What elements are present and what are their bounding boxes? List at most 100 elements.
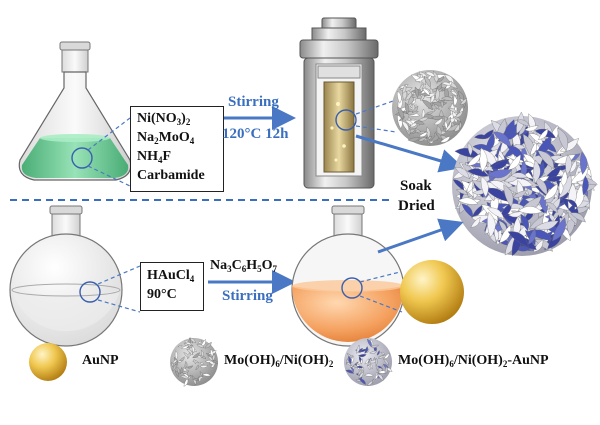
legend-composite-icon xyxy=(344,338,393,386)
reagent-box-bottom: HAuCl4 90°C xyxy=(140,262,204,311)
flake xyxy=(358,378,366,385)
flake xyxy=(460,98,467,105)
zoom-circle xyxy=(79,281,101,303)
composite-nanoflower xyxy=(452,111,598,256)
arrow-to-composite-top xyxy=(355,134,464,173)
flake xyxy=(440,136,451,143)
arrow-label-sodium-citrate: Na3C6H5O7 xyxy=(210,258,278,274)
flake xyxy=(467,153,481,166)
round-flask-orange xyxy=(291,205,405,347)
flake xyxy=(422,88,430,96)
flake xyxy=(201,373,212,377)
flake xyxy=(453,116,462,122)
flake xyxy=(171,362,174,368)
flake xyxy=(180,367,183,375)
flake xyxy=(487,211,496,238)
flake xyxy=(370,364,373,370)
flake xyxy=(493,227,500,242)
flake xyxy=(191,345,195,354)
flake xyxy=(369,350,378,354)
flake xyxy=(351,355,355,364)
flake xyxy=(199,362,205,365)
flake xyxy=(397,114,403,129)
flake xyxy=(570,212,586,223)
flake xyxy=(530,142,537,156)
legend-label-composite: Mo(OH)6/Ni(OH)2-AuNP xyxy=(398,353,549,369)
flake xyxy=(552,217,566,242)
zoom-line xyxy=(359,295,403,313)
flake xyxy=(364,358,370,365)
flake xyxy=(172,363,177,371)
flake xyxy=(508,211,525,218)
flake xyxy=(204,341,212,349)
flake xyxy=(356,344,360,354)
flake xyxy=(426,126,431,139)
flake xyxy=(538,128,549,140)
flake xyxy=(534,220,559,230)
flake xyxy=(517,206,543,214)
flake xyxy=(455,188,469,195)
flake xyxy=(441,116,451,127)
flake xyxy=(492,131,512,148)
flake xyxy=(528,228,537,245)
flake xyxy=(487,207,505,219)
zoom-line xyxy=(97,265,141,285)
flake xyxy=(435,132,442,140)
flake xyxy=(569,159,577,174)
gold-nanoparticle xyxy=(400,260,464,324)
reagent-box-top-pointer xyxy=(87,117,131,187)
flake xyxy=(183,377,189,387)
reagent-box-top: Ni(NO3)2 Na2MoO4 NH4F Carbamide xyxy=(130,106,224,192)
flake xyxy=(350,366,354,373)
flake xyxy=(175,370,179,378)
flake xyxy=(480,175,489,198)
zoom-line xyxy=(355,99,397,115)
flake xyxy=(458,121,462,130)
flake xyxy=(404,102,410,115)
flake xyxy=(418,116,429,122)
flake xyxy=(545,202,558,213)
flake xyxy=(491,159,510,170)
flake xyxy=(380,351,386,356)
flake xyxy=(401,120,409,132)
flake xyxy=(566,199,578,209)
flake xyxy=(180,375,189,380)
flake xyxy=(384,365,388,374)
flake xyxy=(424,92,436,98)
flake xyxy=(204,360,213,363)
reagent-chloroauric-acid: HAuCl4 xyxy=(147,268,195,284)
flake xyxy=(418,83,424,91)
flake xyxy=(177,345,183,348)
flake xyxy=(421,99,433,111)
flake xyxy=(580,151,588,175)
flake xyxy=(441,81,452,86)
flake xyxy=(582,175,589,196)
flake xyxy=(397,106,404,120)
flake xyxy=(364,346,369,354)
flake xyxy=(199,365,209,368)
flake xyxy=(436,75,445,83)
flake xyxy=(376,367,384,371)
flake xyxy=(201,349,204,358)
flake xyxy=(461,203,473,218)
flake xyxy=(524,125,539,132)
reagent-sodium-molybdate: Na2MoO4 xyxy=(137,130,195,146)
flake xyxy=(507,154,521,171)
legend-label-nanoflower: Mo(OH)6/Ni(OH)2 xyxy=(224,353,334,369)
flake xyxy=(195,364,199,371)
flake xyxy=(377,355,384,359)
flake xyxy=(376,350,380,356)
flake xyxy=(187,365,194,369)
flake xyxy=(207,355,213,362)
flake xyxy=(364,373,374,377)
flake xyxy=(424,71,436,78)
flake xyxy=(510,172,528,179)
flake xyxy=(457,197,479,205)
label-dried: Dried xyxy=(398,198,435,214)
flake xyxy=(183,352,189,358)
reagent-carbamide: Carbamide xyxy=(137,168,205,183)
erlenmeyer-flask xyxy=(18,41,132,181)
zoom-circle xyxy=(335,109,357,131)
flake xyxy=(196,344,205,349)
